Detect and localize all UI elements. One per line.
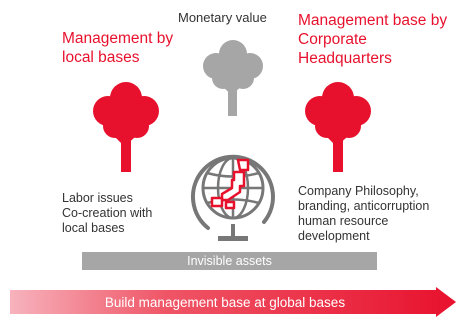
- monetary-value-tree-icon: [192, 36, 274, 118]
- local-bases-heading: Management by local bases: [62, 30, 174, 66]
- invisible-assets-bar: Invisible assets: [82, 252, 377, 270]
- company-philosophy-text: Company Philosophy, branding, anticorrup…: [298, 184, 430, 243]
- global-bases-arrow: Build management base at global bases: [10, 287, 456, 317]
- hq-heading: Management base by Corporate Headquarter…: [298, 12, 448, 67]
- arrow-shape: [10, 287, 456, 317]
- global-bases-label: Build management base at global bases: [104, 294, 346, 310]
- labor-issues-text: Labor issues Co-creation with local base…: [62, 191, 153, 235]
- invisible-assets-label: Invisible assets: [187, 254, 272, 268]
- monetary-value-label: Monetary value: [178, 10, 267, 25]
- hq-tree-icon: [296, 78, 380, 174]
- globe-icon: [188, 136, 278, 253]
- local-bases-tree-icon: [84, 78, 168, 174]
